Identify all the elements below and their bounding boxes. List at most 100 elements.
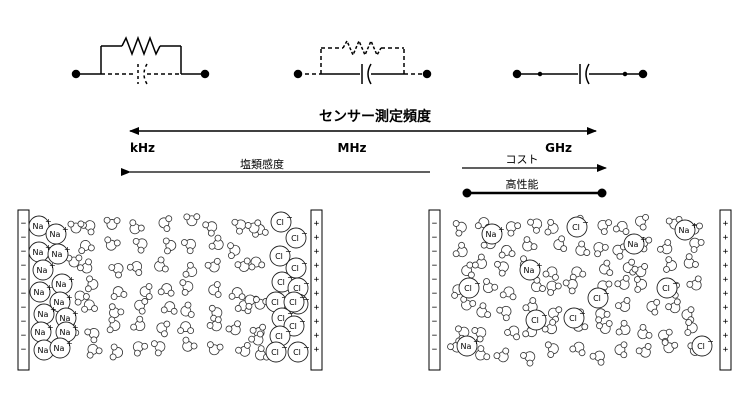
electrode-sign: + [723,247,729,257]
svg-text:Cl: Cl [662,284,670,293]
water-molecule [160,301,178,315]
water-molecule [134,298,149,315]
sodium-ion: Na+ [32,259,56,281]
label-khz: kHz [130,141,155,155]
water-molecule [522,236,538,252]
svg-text:+: + [47,323,54,332]
svg-text:Na: Na [37,266,48,275]
chloride-ion: Cl− [566,216,589,238]
chloride-ion: Cl− [563,307,586,329]
water-molecule [505,221,522,237]
water-molecule [248,256,266,271]
electrode-sign: + [723,219,729,229]
electrode-sign: − [432,275,438,285]
svg-text:+: + [72,309,79,318]
water-molecule [496,305,512,322]
water-molecule [103,216,121,230]
water-molecule [686,275,702,291]
electrode-sign: − [432,303,438,313]
svg-text:−: − [707,337,714,346]
svg-text:+: + [473,337,480,346]
svg-text:Cl: Cl [289,322,297,331]
electrode-sign: + [723,303,729,313]
water-molecule [74,290,90,306]
circuit-capacitor [512,63,648,85]
electrode-sign: + [314,219,320,229]
svg-text:Cl: Cl [464,284,472,293]
svg-text:−: − [603,289,610,298]
sodium-ion: Na+ [47,243,71,265]
sodium-ion: Na+ [49,337,73,359]
water-molecule [206,316,222,332]
chloride-ion: Cl− [587,287,610,309]
water-molecule [633,276,647,293]
water-molecule [637,323,653,340]
water-molecule [471,253,487,269]
water-molecule [158,215,173,232]
electrode-sign: + [723,275,729,285]
water-molecule [228,287,246,301]
electrode-sign: + [314,289,320,299]
electrode-sign: − [21,219,27,229]
svg-text:−: − [474,279,481,288]
water-molecule [544,341,559,358]
water-molecule [110,286,128,300]
water-molecule [235,341,251,357]
sodium-ion: Na+ [456,335,480,357]
svg-text:−: − [285,247,292,256]
water-molecule [614,274,630,290]
water-molecule [471,327,487,343]
svg-text:Na: Na [679,226,690,235]
svg-text:−: − [579,309,586,318]
water-molecule [86,343,103,359]
water-molecule [139,283,153,300]
water-molecule [542,266,559,281]
electrode-sign: + [723,317,729,327]
electrode-sign: − [21,289,27,299]
svg-text:−: − [303,343,310,352]
water-molecule [499,286,517,301]
water-molecule [548,306,563,323]
svg-text:−: − [672,279,679,288]
water-molecule [227,242,241,259]
water-molecule [84,275,99,293]
svg-text:−: − [286,213,293,222]
water-molecule [183,213,201,227]
water-molecule [614,341,628,359]
water-molecule [106,316,121,334]
svg-text:Na: Na [34,288,45,297]
water-molecule [150,340,166,357]
sodium-ion: Na+ [674,219,698,241]
water-molecule [631,263,649,278]
svg-text:Na: Na [38,310,49,319]
svg-text:−: − [299,317,306,326]
water-molecule [206,341,224,356]
svg-text:+: + [640,235,647,244]
svg-text:+: + [68,275,75,284]
water-molecule [597,219,613,236]
electrode-sign: − [432,317,438,327]
sodium-ion: Na+ [30,321,54,343]
electrode-sign: + [314,261,320,271]
svg-text:Na: Na [56,280,67,289]
svg-text:−: − [303,295,310,304]
electrode-positive [719,209,732,371]
svg-text:Cl: Cl [293,348,301,357]
svg-text:Na: Na [60,328,71,337]
water-molecule [452,220,467,237]
chloride-ion: Cl− [525,309,548,331]
water-molecule [482,278,499,294]
water-molecule [154,256,169,273]
chloride-ion: Cl− [287,341,310,363]
water-molecule [562,279,578,295]
electrode-sign: − [432,345,438,355]
electrode-sign: + [723,331,729,341]
water-molecule [527,218,543,234]
water-molecule [452,241,468,258]
resistor-icon [121,35,161,57]
water-molecule [109,343,124,361]
resistor-icon [342,39,382,57]
water-molecule [596,320,613,334]
svg-text:+: + [66,339,73,348]
water-molecule [615,319,631,336]
